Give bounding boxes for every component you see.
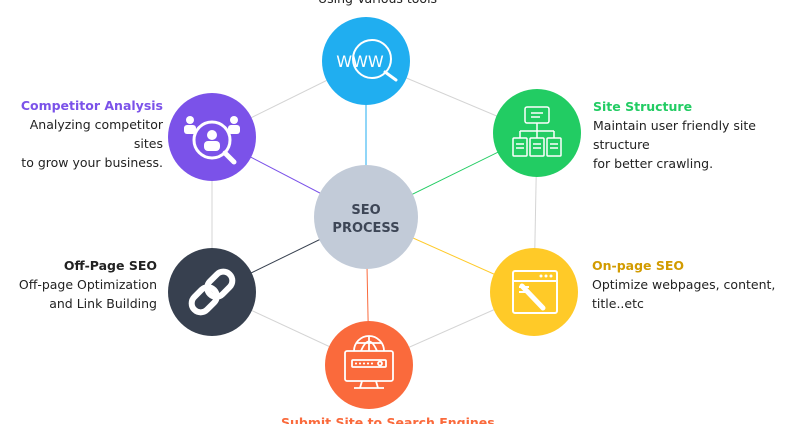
svg-text:WWW: WWW [336,52,384,71]
onpage-desc-1: Optimize webpages, content, [592,277,776,292]
label-onpage: On-page SEO Optimize webpages, content, … [592,256,775,313]
keyword-desc: Using Various tools [318,0,437,8]
competitor-title: Competitor Analysis [20,98,163,113]
node-competitor [168,93,256,181]
submit-title: Submit Site to Search Engines [281,415,495,424]
center-line1: SEO [351,203,380,218]
label-submit: Submit Site to Search Engines [281,413,541,424]
center-node: SEO PROCESS [314,165,418,269]
onpage-desc-2: title..etc [592,296,644,311]
www-search-icon: WWW [336,39,398,82]
link-icon [188,268,236,316]
competitor-desc-1: Analyzing competitor sites [29,117,163,151]
node-submit [325,321,413,409]
node-offpage [168,248,256,336]
offpage-title: Off-Page SEO [63,258,157,273]
node-site [493,89,581,177]
node-keyword: WWW [322,17,410,105]
label-competitor: Competitor Analysis Analyzing competitor… [0,96,163,172]
offpage-desc-2: and Link Building [49,296,157,311]
monitor-globe-icon [344,335,394,389]
sitemap-icon [512,106,562,157]
label-offpage: Off-Page SEO Off-page Optimization and L… [19,256,157,313]
site-desc-1: Maintain user friendly site structure [593,118,756,152]
center-line2: PROCESS [332,221,399,236]
competitor-desc-2: to grow your business. [21,155,163,170]
site-desc-2: for better crawling. [593,156,714,171]
webpage-edit-icon [512,270,558,314]
label-site: Site Structure Maintain user friendly si… [593,97,809,173]
offpage-desc-1: Off-page Optimization [18,277,157,292]
onpage-title: On-page SEO [592,258,685,273]
node-onpage [490,248,578,336]
site-title: Site Structure [593,99,693,114]
team-search-icon [184,116,240,165]
